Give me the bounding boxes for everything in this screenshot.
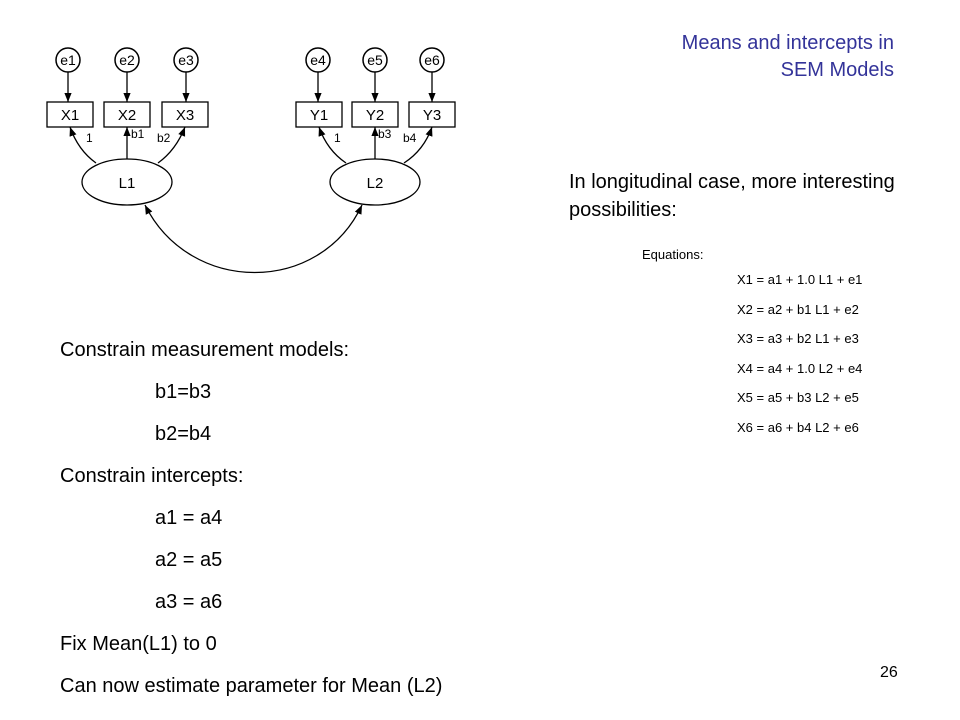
loading-arrow-l2-y1 bbox=[318, 126, 347, 164]
error-label-e5: e5 bbox=[367, 52, 383, 68]
indicator-box-x2 bbox=[103, 101, 151, 128]
equation-item: X3 = a3 + b2 L1 + e3 bbox=[737, 331, 859, 346]
latent-label-l2: L2 bbox=[367, 175, 384, 192]
sem-path-diagram: e1 e2 e3 e4 e5 e6 X1 X2 X3 Y1 Y2 Y3 bbox=[46, 47, 456, 273]
equation-item: X2 = a2 + b1 L1 + e2 bbox=[737, 301, 859, 317]
intro-text: In longitudinal case, more interesting p… bbox=[569, 171, 895, 221]
constraint-item: b2=b4 bbox=[155, 423, 212, 445]
loading-arrows bbox=[69, 126, 433, 164]
loading-labels: 1 b1 b2 1 b3 b4 bbox=[86, 127, 417, 145]
constraint-item: a2 = a5 bbox=[155, 549, 223, 571]
error-label-e3: e3 bbox=[178, 52, 194, 68]
equations-list: X1 = a1 + 1.0 L1 + e1 X2 = a2 + b1 L1 + … bbox=[737, 272, 862, 449]
indicator-label-y2: Y2 bbox=[366, 107, 384, 124]
indicator-label-y3: Y3 bbox=[423, 107, 441, 124]
loading-label-y3: b4 bbox=[403, 131, 417, 145]
covariance-arrow-l1-l2 bbox=[144, 204, 363, 273]
indicator-label-x3: X3 bbox=[176, 107, 194, 124]
constraint-item: Fix Mean(L1) to 0 bbox=[60, 633, 217, 655]
equation-item: X4 = a4 + 1.0 L2 + e4 bbox=[737, 360, 863, 376]
equation-item: X6 = a6 + b4 L2 + e6 bbox=[737, 419, 859, 435]
loading-label-x3: b2 bbox=[157, 131, 171, 145]
constraint-item: b1=b3 bbox=[155, 381, 212, 403]
indicator-label-x1: X1 bbox=[61, 107, 79, 124]
latent-node-l2 bbox=[329, 158, 421, 206]
equations-heading: Equations: bbox=[642, 247, 704, 262]
loading-label-x2: b1 bbox=[131, 127, 145, 141]
error-nodes: e1 e2 e3 e4 e5 e6 bbox=[55, 47, 445, 73]
slide-title: Means and intercepts in SEM Models bbox=[682, 30, 894, 84]
constraint-item: a1 = a4 bbox=[155, 507, 223, 529]
loading-label-y2: b3 bbox=[378, 127, 392, 141]
equation-item: X1 = a1 + 1.0 L1 + e1 bbox=[737, 272, 863, 287]
slide-title-line: Means and intercepts in bbox=[681, 32, 894, 54]
loading-arrow-l1-x1 bbox=[69, 126, 97, 164]
equation-item: X5 = a5 + b3 L2 + e5 bbox=[737, 390, 859, 405]
indicator-nodes: X1 X2 X3 Y1 Y2 Y3 bbox=[46, 101, 456, 128]
constraint-item: Constrain intercepts: bbox=[60, 465, 244, 487]
latent-node-l1 bbox=[81, 158, 173, 206]
latent-label-l1: L1 bbox=[119, 175, 136, 192]
error-label-e6: e6 bbox=[424, 52, 440, 68]
indicator-label-x2: X2 bbox=[118, 107, 136, 124]
indicator-box-x1 bbox=[46, 101, 94, 128]
error-arrows bbox=[64, 72, 436, 102]
constraint-item: a3 = a6 bbox=[155, 591, 223, 613]
error-label-e2: e2 bbox=[119, 52, 135, 68]
constraint-item: Can now estimate parameter for Mean (L2) bbox=[60, 675, 443, 697]
slide-title-line: SEM Models bbox=[780, 59, 894, 81]
error-label-e4: e4 bbox=[310, 52, 326, 68]
page-number: 26 bbox=[880, 664, 898, 681]
constraints-list: Constrain measurement models: b1=b3 b2=b… bbox=[60, 338, 442, 716]
loading-arrow-l1-x3 bbox=[157, 126, 186, 164]
indicator-box-y1 bbox=[295, 101, 343, 128]
loading-label-x1: 1 bbox=[86, 131, 93, 145]
error-label-e1: e1 bbox=[60, 52, 76, 68]
loading-label-y1: 1 bbox=[334, 131, 341, 145]
indicator-label-y1: Y1 bbox=[310, 107, 328, 124]
loading-arrow-l2-y3 bbox=[403, 126, 433, 164]
constraint-item: Constrain measurement models: bbox=[60, 339, 350, 361]
latent-nodes: L1 L2 bbox=[81, 158, 421, 206]
